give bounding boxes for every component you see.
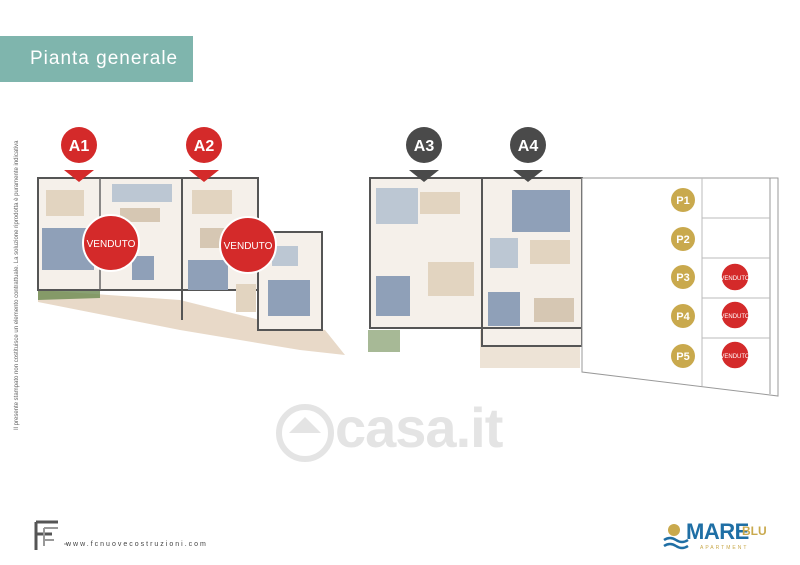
page-title: Pianta generale bbox=[0, 36, 193, 82]
sold-badge-a1: VENDUTO bbox=[82, 214, 140, 272]
marker-label-a2: A2 bbox=[194, 138, 215, 155]
parking-label-p5: P5 bbox=[676, 351, 689, 363]
sold-badge-p4: VENDUTO bbox=[720, 300, 750, 330]
sold-badge-p5: VENDUTO bbox=[720, 340, 750, 370]
sold-label-p4: VENDUTO bbox=[720, 314, 750, 320]
apartment-marker-a1[interactable]: A1 bbox=[61, 127, 97, 182]
sold-label-p3: VENDUTO bbox=[720, 276, 750, 282]
watermark-text: casa.it bbox=[335, 396, 503, 459]
apartment-marker-a2[interactable]: A2 bbox=[186, 127, 222, 182]
parking-marker-p1[interactable]: P1 bbox=[671, 188, 695, 212]
brand-mare: MARE bbox=[686, 519, 749, 544]
building-a3-a4 bbox=[369, 177, 583, 347]
website-link[interactable]: www.fcnuovecostruzioni.com bbox=[66, 541, 208, 548]
marker-label-a3: A3 bbox=[414, 138, 435, 155]
brand-subtitle: APARTMENT bbox=[700, 545, 749, 551]
parking-label-p1: P1 bbox=[676, 195, 689, 207]
parking-label-p4: P4 bbox=[676, 311, 690, 323]
fc-logo-icon bbox=[34, 520, 68, 550]
apartment-marker-a3[interactable]: A3 bbox=[406, 127, 442, 182]
sold-label-p5: VENDUTO bbox=[720, 354, 750, 360]
watermark-logo bbox=[276, 404, 334, 462]
sold-label-a1: VENDUTO bbox=[87, 239, 136, 250]
parking-label-p3: P3 bbox=[676, 272, 689, 284]
brand-blu: BLU bbox=[742, 524, 767, 538]
parking-marker-p5[interactable]: P5 bbox=[671, 344, 695, 368]
marker-label-a4: A4 bbox=[518, 138, 539, 155]
sold-badge-a2: VENDUTO bbox=[219, 216, 277, 274]
marker-label-a1: A1 bbox=[69, 138, 90, 155]
sold-label-a2: VENDUTO bbox=[224, 241, 273, 252]
parking-marker-p4[interactable]: P4 bbox=[671, 304, 695, 328]
parking-marker-p3[interactable]: P3 bbox=[671, 265, 695, 289]
parking-label-p2: P2 bbox=[676, 234, 689, 246]
mare-blu-logo-icon bbox=[663, 524, 689, 550]
sold-badge-p3: VENDUTO bbox=[720, 262, 750, 292]
apartment-marker-a4[interactable]: A4 bbox=[510, 127, 546, 182]
parking-marker-p2[interactable]: P2 bbox=[671, 227, 695, 251]
